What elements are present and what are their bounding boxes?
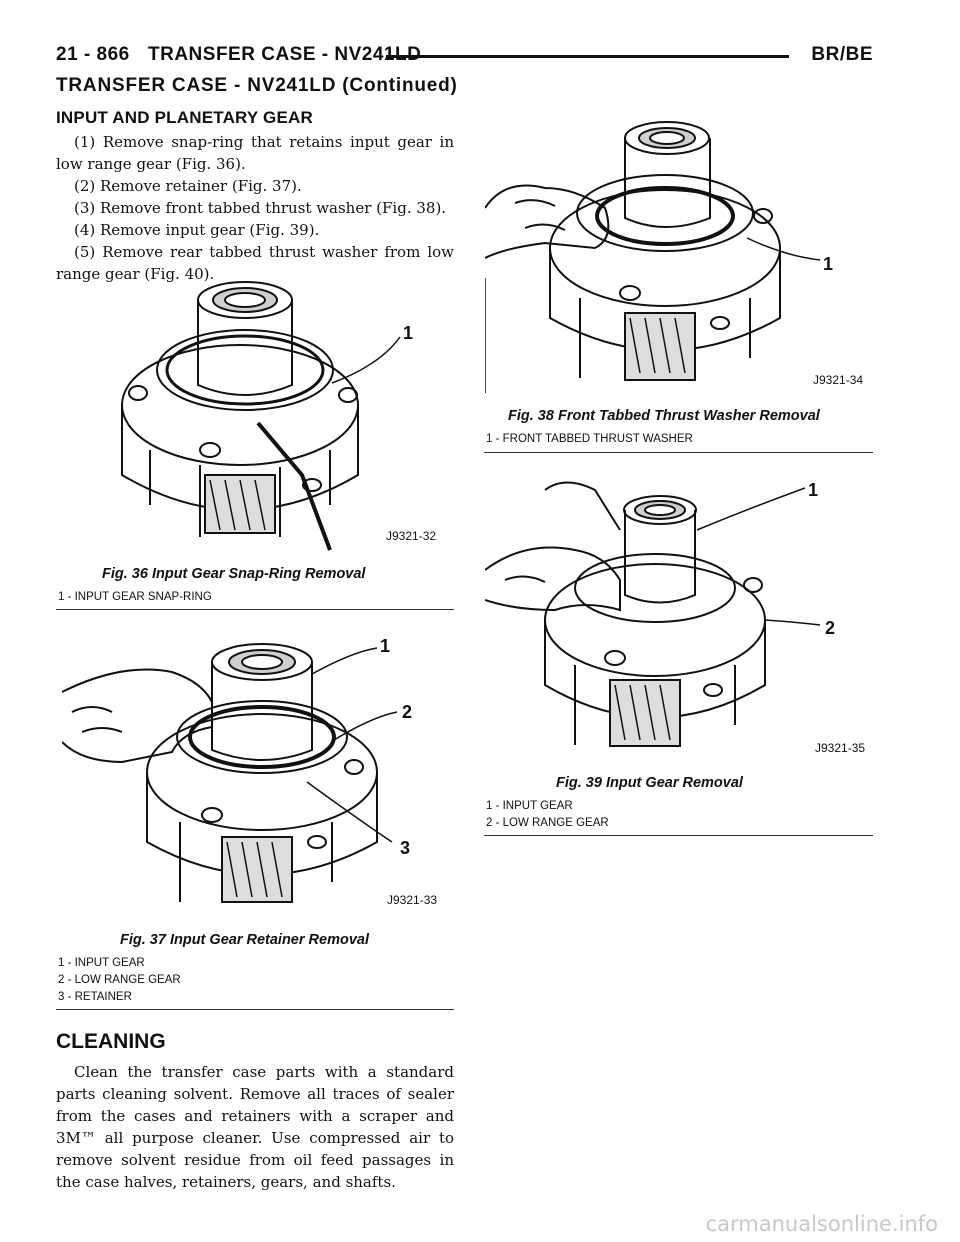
fig39-legend-item-2: 2 - LOW RANGE GEAR xyxy=(486,817,609,829)
model-code: BR/BE xyxy=(811,44,873,65)
cleaning-text: Clean the transfer case parts with a sta… xyxy=(56,1063,454,1191)
watermark: carmanualsonline.info xyxy=(705,1212,938,1236)
page-number: 21 - 866 xyxy=(56,44,130,65)
header-rule xyxy=(386,55,789,58)
cleaning-heading: CLEANING xyxy=(56,1030,166,1053)
fig39-caption: Fig. 39 Input Gear Removal xyxy=(556,775,743,791)
fig37-legend-item-3: 3 - RETAINER xyxy=(58,991,132,1003)
fig36-legend-item-1: 1 - INPUT GEAR SNAP-RING xyxy=(58,591,212,603)
fig39-illustration: 1 2 J9321-35 xyxy=(485,470,873,765)
fig38-divider xyxy=(484,452,873,453)
fig37-callout-2: 2 xyxy=(402,702,412,722)
fig36-legend: 1 - INPUT GEAR SNAP-RING xyxy=(58,589,212,606)
page-header: 21 - 866 TRANSFER CASE - NV241LD BR/BE xyxy=(56,44,873,70)
fig36-divider xyxy=(56,609,454,610)
fig39-legend-item-1: 1 - INPUT GEAR xyxy=(486,800,573,812)
fig36-image-code: J9321-32 xyxy=(386,529,436,543)
fig37-legend-item-1: 1 - INPUT GEAR xyxy=(58,957,145,969)
fig36-illustration: 1 J9321-32 xyxy=(80,275,452,555)
fig38-callout-1: 1 xyxy=(823,254,833,274)
fig39-legend: 1 - INPUT GEAR 2 - LOW RANGE GEAR xyxy=(486,798,609,832)
continued-title: TRANSFER CASE - NV241LD (Continued) xyxy=(56,75,458,96)
fig36-callout-1: 1 xyxy=(403,323,413,343)
step-3: (3) Remove front tabbed thrust washer (F… xyxy=(74,199,447,217)
step-2: (2) Remove retainer (Fig. 37). xyxy=(74,177,302,195)
fig37-illustration: 1 2 3 J9321-33 xyxy=(62,632,452,917)
fig37-legend: 1 - INPUT GEAR 2 - LOW RANGE GEAR 3 - RE… xyxy=(58,955,181,1006)
input-section-heading: INPUT AND PLANETARY GEAR xyxy=(56,108,313,127)
fig37-image-code: J9321-33 xyxy=(387,893,437,907)
step-4: (4) Remove input gear (Fig. 39). xyxy=(74,221,320,239)
fig39-callout-2: 2 xyxy=(825,618,835,638)
cleaning-paragraph: Clean the transfer case parts with a sta… xyxy=(56,1061,454,1193)
fig38-legend: 1 - FRONT TABBED THRUST WASHER xyxy=(486,431,693,448)
fig39-callout-1: 1 xyxy=(808,480,818,500)
fig37-legend-item-2: 2 - LOW RANGE GEAR xyxy=(58,974,181,986)
fig38-caption: Fig. 38 Front Tabbed Thrust Washer Remov… xyxy=(508,408,820,424)
fig38-legend-item-1: 1 - FRONT TABBED THRUST WASHER xyxy=(486,433,693,445)
fig38-illustration: 1 J9321-34 xyxy=(485,108,873,398)
fig38-image-code: J9321-34 xyxy=(813,373,863,387)
step-5: (5) Remove rear tabbed thrust washer fro… xyxy=(56,243,454,283)
section-title: TRANSFER CASE - NV241LD xyxy=(148,44,422,65)
fig37-callout-1: 1 xyxy=(380,636,390,656)
fig39-divider xyxy=(484,835,873,836)
fig37-divider xyxy=(56,1009,454,1010)
fig36-caption: Fig. 36 Input Gear Snap-Ring Removal xyxy=(102,566,366,582)
fig37-caption: Fig. 37 Input Gear Retainer Removal xyxy=(120,932,369,948)
step-1: (1) Remove snap-ring that retains input … xyxy=(56,133,454,173)
procedure-steps: (1) Remove snap-ring that retains input … xyxy=(56,131,454,285)
fig37-callout-3: 3 xyxy=(400,838,410,858)
fig39-image-code: J9321-35 xyxy=(815,741,865,755)
